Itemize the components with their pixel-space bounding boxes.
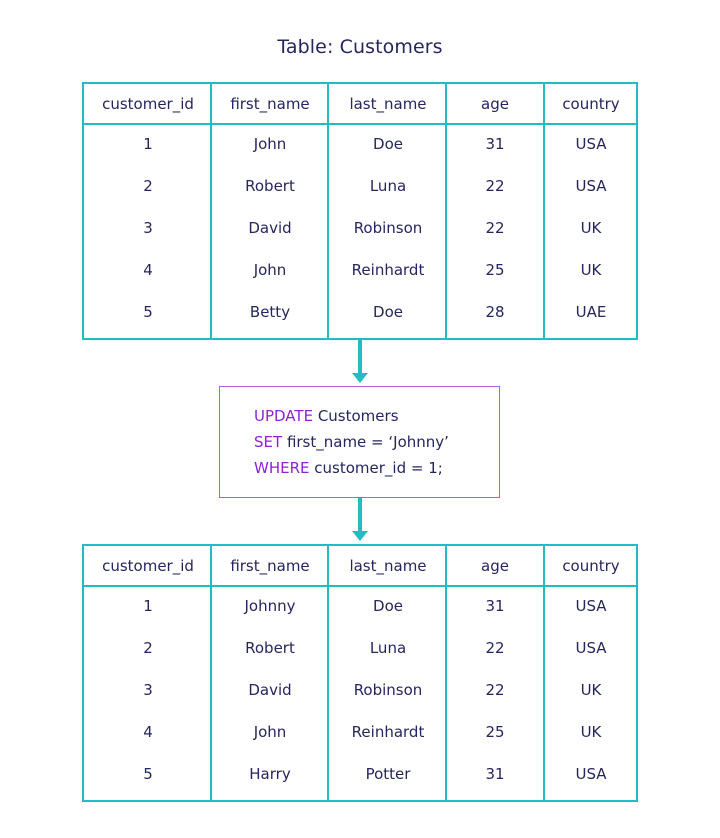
customers-table-before: customer_id first_name last_name age country… bbox=[82, 82, 638, 340]
table-cell-last-name: Reinhardt bbox=[351, 723, 425, 741]
table-cell-customer-id: 1 bbox=[143, 135, 153, 153]
table-cell-first-name: David bbox=[248, 219, 292, 237]
table-cell-age: 31 bbox=[485, 597, 505, 615]
column-divider bbox=[445, 546, 447, 800]
sql-query-box: UPDATE Customers SET first_name = ‘Johnn… bbox=[219, 386, 500, 498]
column-header-country: country bbox=[562, 95, 620, 113]
table-cell-country: USA bbox=[575, 135, 607, 153]
table-cell-age: 31 bbox=[485, 135, 505, 153]
table-cell-country: UK bbox=[580, 261, 602, 279]
arrow-down-icon bbox=[352, 373, 368, 383]
arrow-line-down bbox=[358, 340, 362, 374]
sql-text: first_name = ‘Johnny’ bbox=[282, 433, 449, 451]
table-cell-country: UAE bbox=[575, 303, 607, 321]
table-cell-customer-id: 1 bbox=[143, 597, 153, 615]
table-cell-country: USA bbox=[575, 639, 607, 657]
table-cell-last-name: Doe bbox=[373, 135, 403, 153]
arrow-line-down bbox=[358, 498, 362, 532]
table-cell-age: 28 bbox=[485, 303, 505, 321]
diagram-title: Table: Customers bbox=[277, 36, 443, 58]
column-header-customer-id: customer_id bbox=[102, 557, 194, 575]
table-cell-age: 25 bbox=[485, 723, 505, 741]
table-cell-first-name: Robert bbox=[245, 177, 295, 195]
column-divider bbox=[327, 84, 329, 338]
header-divider bbox=[84, 123, 636, 125]
column-header-customer-id: customer_id bbox=[102, 95, 194, 113]
table-cell-customer-id: 5 bbox=[143, 303, 153, 321]
table-cell-last-name: Potter bbox=[365, 765, 411, 783]
table-cell-first-name: David bbox=[248, 681, 292, 699]
table-cell-first-name: Johnny bbox=[244, 597, 296, 615]
column-header-country: country bbox=[562, 557, 620, 575]
column-divider bbox=[210, 546, 212, 800]
table-cell-first-name: Betty bbox=[249, 303, 291, 321]
table-cell-country: UK bbox=[580, 219, 602, 237]
table-cell-first-name: Harry bbox=[249, 765, 291, 783]
table-cell-last-name: Doe bbox=[373, 303, 403, 321]
table-cell-country: UK bbox=[580, 723, 602, 741]
table-cell-customer-id: 2 bbox=[143, 177, 153, 195]
sql-keyword: UPDATE bbox=[254, 407, 314, 425]
table-cell-customer-id: 4 bbox=[143, 723, 153, 741]
sql-keyword: SET bbox=[254, 433, 283, 451]
table-cell-age: 22 bbox=[485, 681, 505, 699]
table-cell-country: USA bbox=[575, 765, 607, 783]
table-cell-age: 25 bbox=[485, 261, 505, 279]
column-header-last-name: last_name bbox=[349, 557, 427, 575]
header-divider bbox=[84, 585, 636, 587]
table-cell-age: 22 bbox=[485, 177, 505, 195]
table-cell-last-name: Doe bbox=[373, 597, 403, 615]
table-cell-age: 31 bbox=[485, 765, 505, 783]
table-cell-last-name: Luna bbox=[369, 639, 407, 657]
column-divider bbox=[327, 546, 329, 800]
table-cell-last-name: Reinhardt bbox=[351, 261, 425, 279]
column-divider bbox=[543, 84, 545, 338]
column-header-age: age bbox=[481, 95, 509, 113]
table-cell-country: USA bbox=[575, 597, 607, 615]
table-cell-age: 22 bbox=[485, 219, 505, 237]
column-divider bbox=[445, 84, 447, 338]
table-cell-first-name: John bbox=[253, 261, 287, 279]
table-cell-age: 22 bbox=[485, 639, 505, 657]
table-cell-customer-id: 4 bbox=[143, 261, 153, 279]
sql-keyword: WHERE bbox=[254, 459, 310, 477]
table-cell-last-name: Robinson bbox=[353, 681, 423, 699]
table-cell-first-name: Robert bbox=[245, 639, 295, 657]
table-cell-last-name: Luna bbox=[369, 177, 407, 195]
table-cell-country: UK bbox=[580, 681, 602, 699]
table-cell-customer-id: 3 bbox=[143, 219, 153, 237]
query-line-where: WHERE customer_id = 1; bbox=[254, 459, 443, 477]
table-cell-first-name: John bbox=[253, 135, 287, 153]
column-header-first-name: first_name bbox=[230, 95, 310, 113]
table-cell-country: USA bbox=[575, 177, 607, 195]
table-cell-customer-id: 5 bbox=[143, 765, 153, 783]
query-line-set: SET first_name = ‘Johnny’ bbox=[254, 433, 449, 451]
arrow-down-icon bbox=[352, 531, 368, 541]
column-header-age: age bbox=[481, 557, 509, 575]
table-cell-last-name: Robinson bbox=[353, 219, 423, 237]
table-cell-first-name: John bbox=[253, 723, 287, 741]
table-cell-customer-id: 3 bbox=[143, 681, 153, 699]
column-divider bbox=[210, 84, 212, 338]
sql-text: customer_id = 1; bbox=[309, 459, 443, 477]
query-line-update: UPDATE Customers bbox=[254, 407, 399, 425]
table-cell-customer-id: 2 bbox=[143, 639, 153, 657]
column-divider bbox=[543, 546, 545, 800]
sql-text: Customers bbox=[313, 407, 399, 425]
customers-table-after: customer_id first_name last_name age country… bbox=[82, 544, 638, 802]
column-header-first-name: first_name bbox=[230, 557, 310, 575]
column-header-last-name: last_name bbox=[349, 95, 427, 113]
